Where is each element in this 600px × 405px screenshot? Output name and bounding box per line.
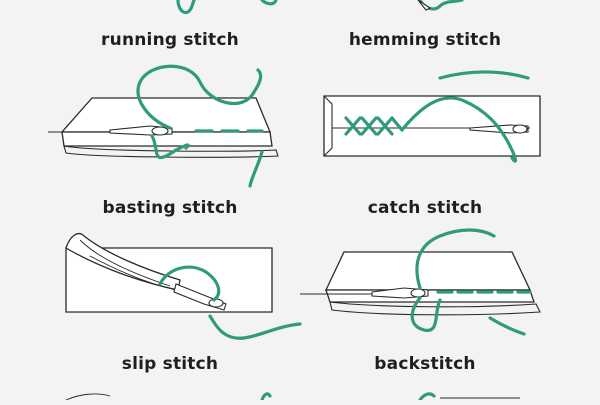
bottom-remnant-threads [65, 392, 520, 402]
label-catch-stitch: catch stitch [367, 198, 483, 218]
catch-stitch-illustration [323, 70, 541, 163]
slip-stitch-illustration [65, 233, 302, 340]
label-running-stitch: running stitch [101, 30, 239, 50]
top-remnant-threads [176, 0, 464, 15]
label-basting-stitch: basting stitch [102, 198, 238, 218]
backstitch-illustration [300, 228, 541, 336]
catch-crosses [344, 116, 404, 136]
label-slip-stitch: slip stitch [121, 354, 219, 374]
basting-stitch-illustration [48, 64, 279, 188]
label-hemming-stitch: hemming stitch [348, 30, 502, 50]
label-backstitch: backstitch [374, 354, 476, 374]
